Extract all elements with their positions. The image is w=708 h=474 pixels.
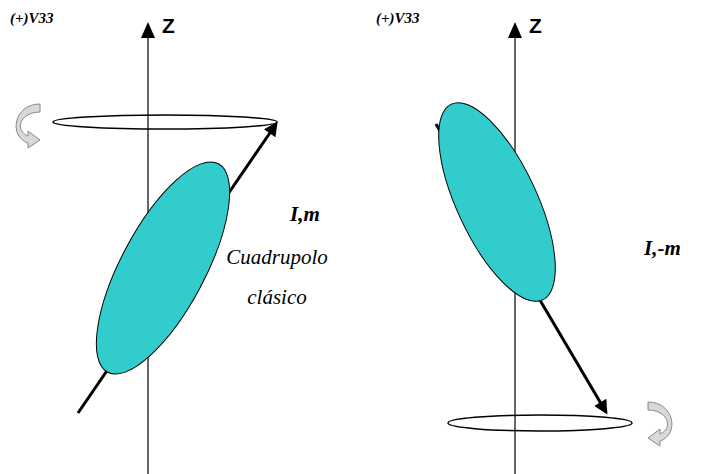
precession-ring: [53, 115, 277, 129]
axis-name: Z: [529, 14, 542, 38]
rotation-arrow: [648, 402, 672, 446]
axis-label: (+)V33: [376, 10, 420, 27]
axis-name: Z: [162, 14, 175, 38]
precession-ring: [448, 415, 632, 431]
z-axis-head: [141, 22, 155, 38]
spin-label: I,m: [290, 202, 320, 226]
axis-label: (+)V33: [10, 10, 54, 27]
z-axis-head: [508, 22, 522, 38]
caption-note: Cuadrupolo clásico: [222, 238, 332, 318]
rotation-arrow: [16, 104, 40, 148]
spin-label: I,-m: [644, 236, 681, 260]
quadrupole-ellipsoid: [415, 87, 579, 317]
